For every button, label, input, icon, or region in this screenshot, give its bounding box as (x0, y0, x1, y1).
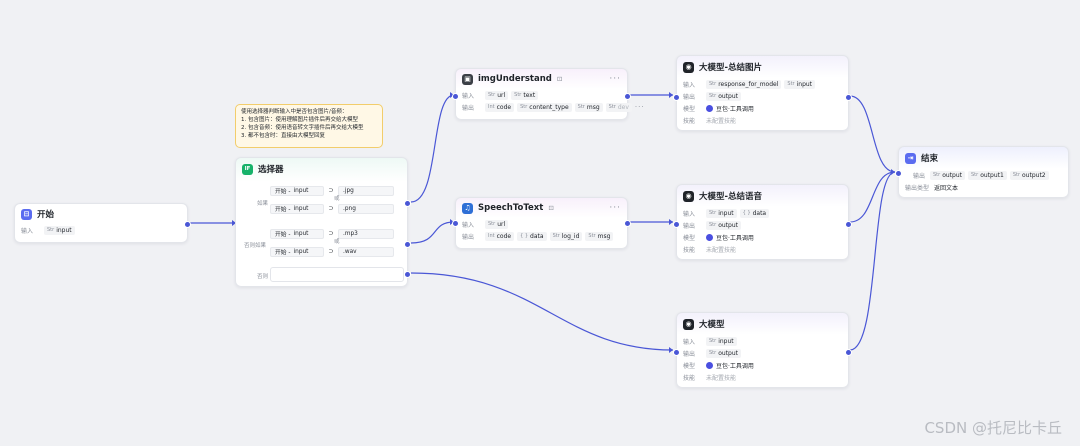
llm-icon: ◉ (683, 318, 694, 330)
start-output-port[interactable] (184, 221, 191, 228)
note-line-0: 使用选择器判断输入中是否包含图片/音频： (241, 109, 348, 115)
else-port[interactable] (404, 271, 411, 278)
plugin-badge-icon: ⊡ (548, 204, 554, 212)
edge-llm1-end (849, 95, 896, 173)
edge-llm2-end (849, 171, 896, 223)
more-icon[interactable]: ··· (609, 203, 621, 213)
condition-row[interactable]: 开始 -input ⊃ .jpg (270, 185, 394, 196)
elif-conditions: 开始 -input ⊃ .mp3 或 开始 -input ⊃ .wav (270, 228, 394, 257)
branch-if-label: 如果 (257, 201, 269, 207)
condition-row[interactable]: 开始 -input ⊃ .mp3 (270, 228, 394, 239)
edge-if-img (410, 94, 455, 203)
end-input-port[interactable] (895, 170, 902, 177)
model-logo-icon (706, 104, 713, 112)
img-title: imgUnderstand (478, 74, 552, 84)
if-conditions: 开始 -input ⊃ .jpg 或 开始 -input ⊃ .png (270, 185, 394, 214)
llm3-output-port[interactable] (845, 349, 852, 356)
more-outputs-icon[interactable]: ··· (634, 103, 645, 111)
branch-else-label: 否则 (257, 274, 269, 280)
more-icon[interactable]: ··· (609, 74, 621, 84)
edge-else-llm3 (410, 272, 674, 351)
note-line-3: 3. 都不包含时：直接由大模型回复 (241, 133, 325, 139)
plugin-badge-icon: ⊡ (556, 75, 563, 83)
edge-llm3-end (849, 171, 896, 351)
image-plugin-icon: ▣ (462, 73, 473, 85)
llm1-input-port[interactable] (673, 94, 680, 101)
condition-row[interactable]: 开始 -input ⊃ .wav (270, 246, 394, 257)
note-line-2: 2. 包含音频：使用语音转文字插件后再交给大模型 (241, 125, 364, 131)
llm3-input-port[interactable] (673, 349, 680, 356)
condition-row[interactable]: 开始 -input ⊃ .png (270, 203, 394, 214)
watermark: CSDN @托尼比卡丘 (924, 419, 1062, 437)
llm1-output-port[interactable] (845, 94, 852, 101)
speech-output-port[interactable] (624, 220, 631, 227)
img-output-port[interactable] (624, 93, 631, 100)
elif-port[interactable] (404, 241, 411, 248)
if-port[interactable] (404, 200, 411, 207)
llm-icon: ◉ (683, 190, 694, 202)
llm-icon: ◉ (683, 61, 694, 73)
branch-elif-label: 否则如果 (244, 243, 267, 249)
start-icon: ⊟ (21, 208, 32, 220)
start-title: 开始 (37, 210, 55, 220)
if-icon: IF (242, 163, 253, 175)
selector-note[interactable]: 使用选择器判断输入中是否包含图片/音频： 1. 包含图片：使用理解图片插件后再交… (235, 104, 383, 148)
start-input-label: 输入 (21, 227, 34, 235)
model-logo-icon (706, 233, 713, 241)
img-input-port[interactable] (452, 93, 459, 100)
speech-title: SpeechToText (478, 203, 544, 213)
llm2-input-port[interactable] (673, 221, 680, 228)
selector-title: 选择器 (258, 165, 284, 175)
edge-elif-speech (410, 221, 455, 244)
model-logo-icon (706, 361, 713, 369)
speech-input-port[interactable] (452, 220, 459, 227)
selector-node[interactable]: IF 选择器 如果 否则如果 否则 开始 -input ⊃ .jpg 或 开始 … (235, 157, 411, 287)
llm2-output-port[interactable] (845, 221, 852, 228)
end-icon: ⇥ (905, 152, 916, 164)
note-line-1: 1. 包含图片：使用理解图片插件后再交给大模型 (241, 117, 358, 123)
else-box[interactable] (270, 267, 404, 282)
speech-plugin-icon: ♫ (462, 202, 473, 214)
